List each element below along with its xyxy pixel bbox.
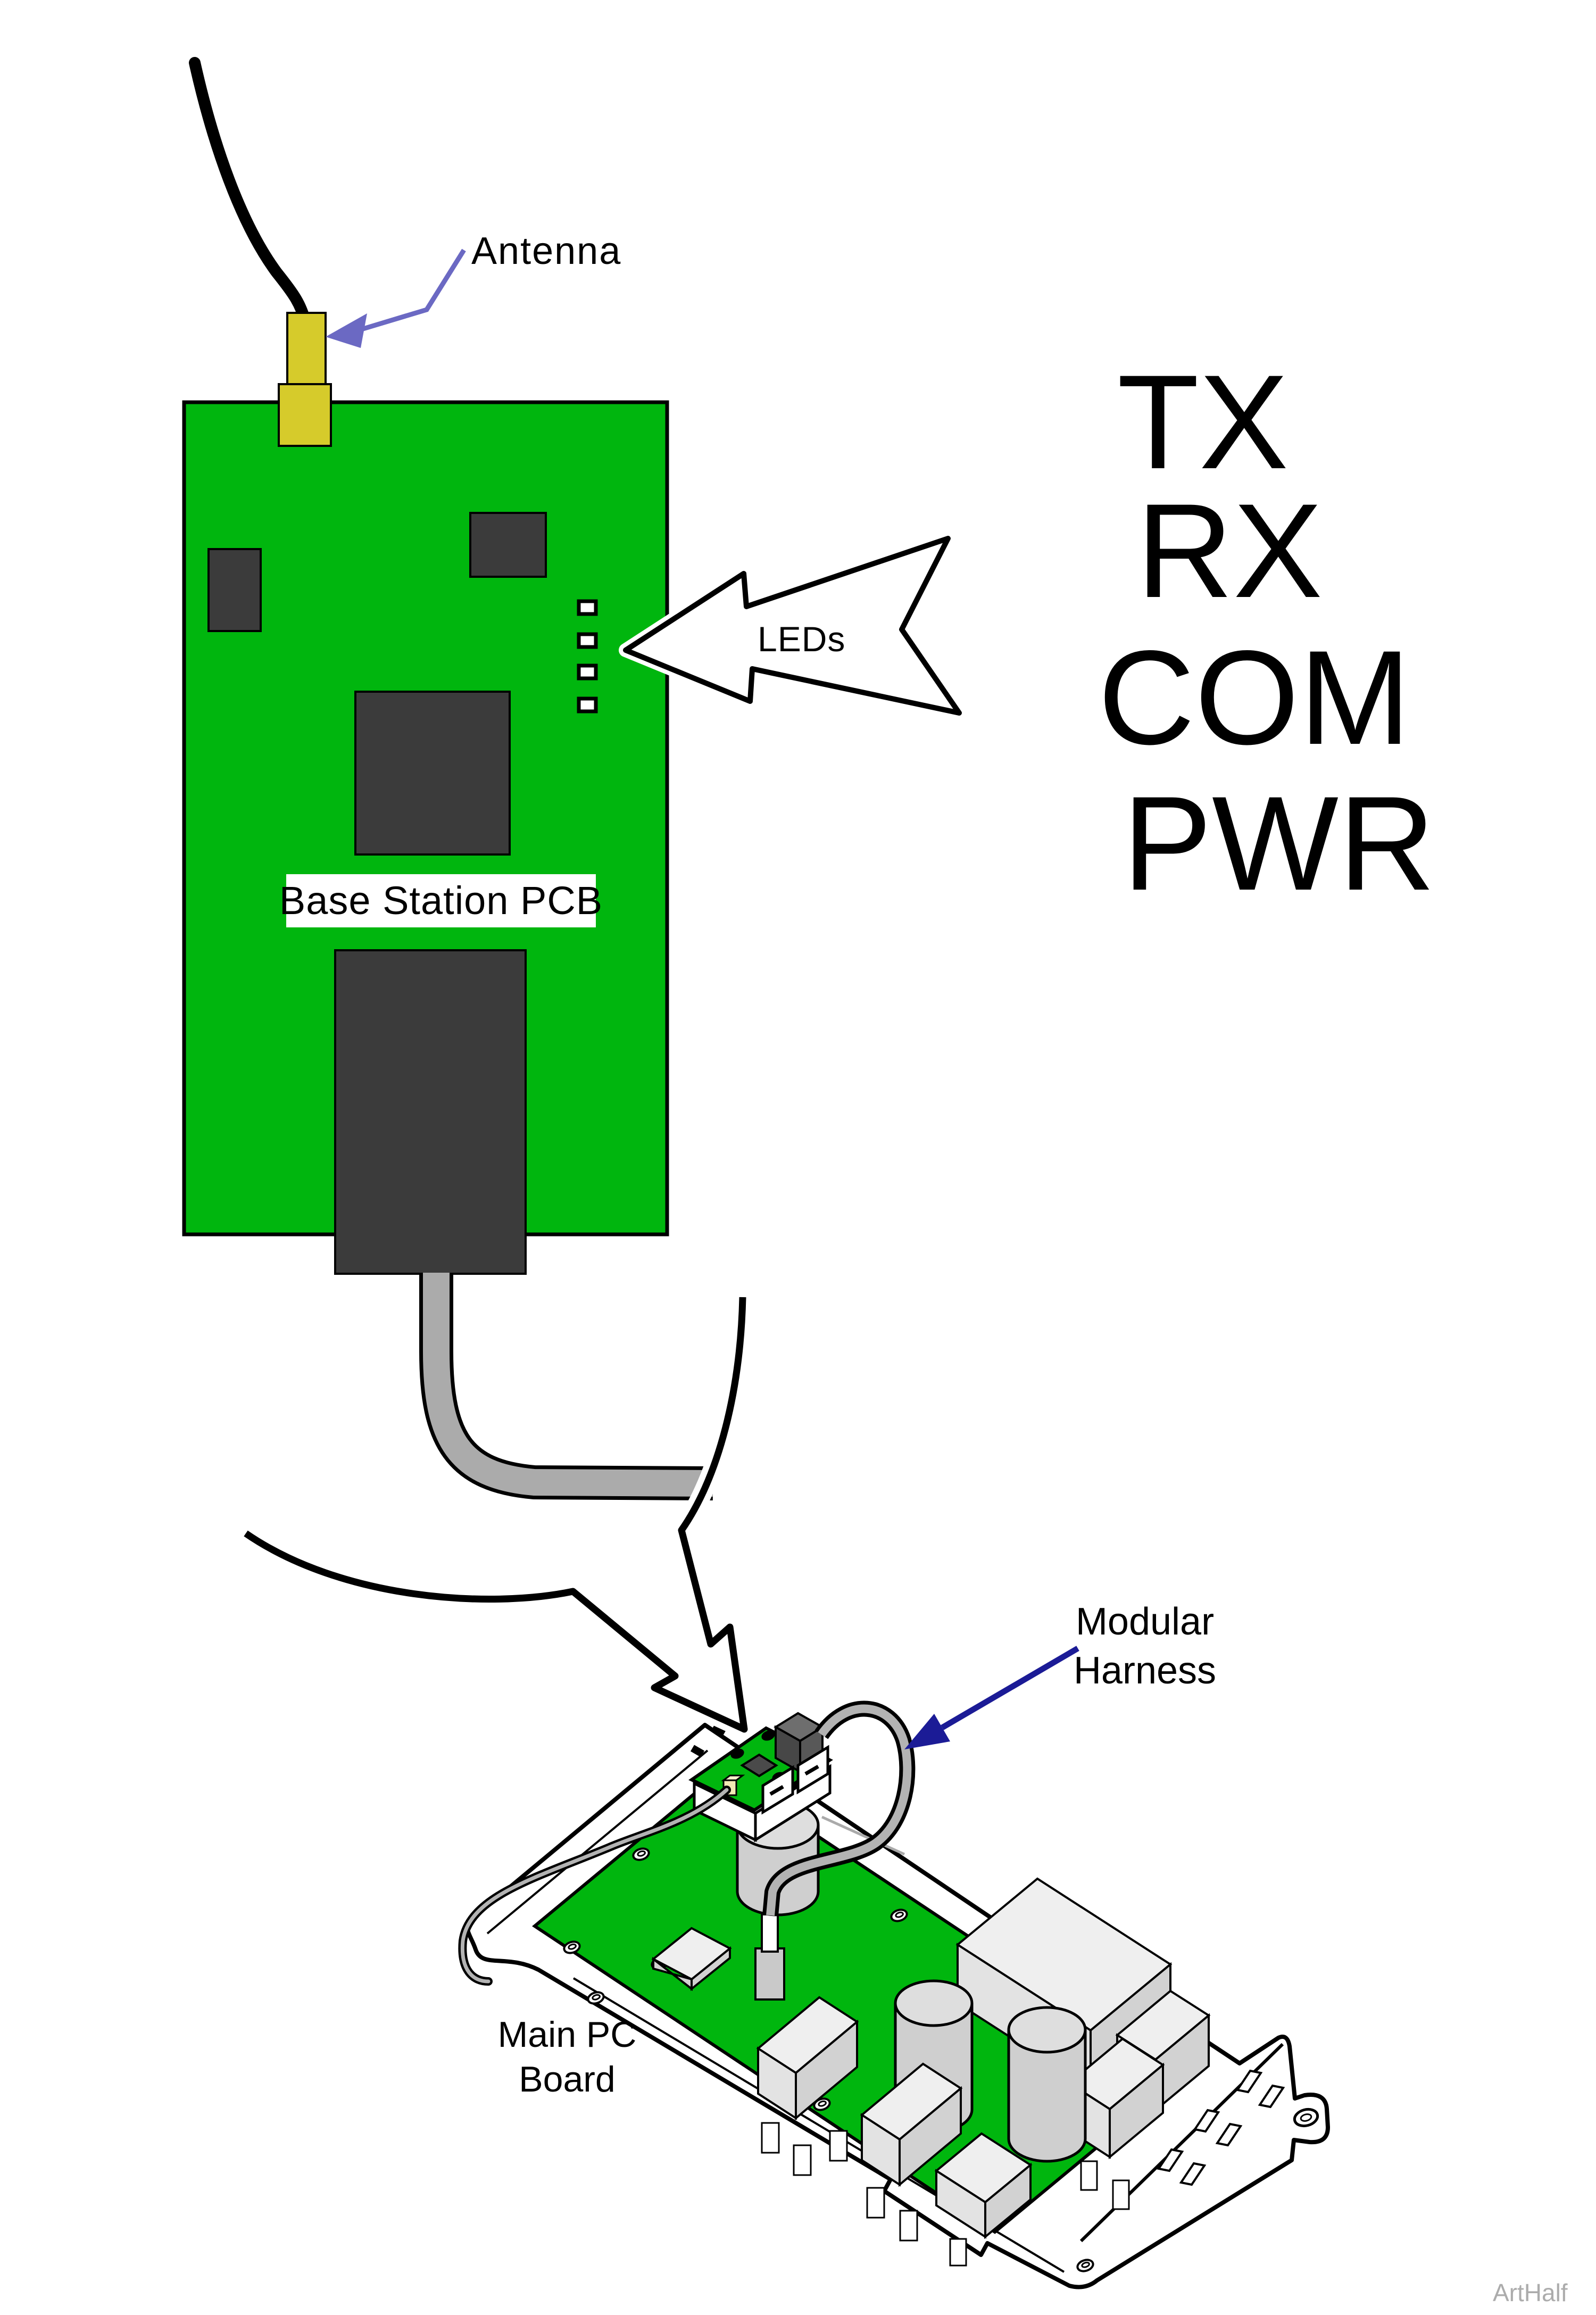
main-pc-board-label-line1: Main PC	[497, 2014, 637, 2055]
modular-harness-cable	[762, 1700, 916, 1916]
base-station-pcb-label: Base Station PCB	[279, 874, 602, 927]
led-rx	[577, 632, 598, 649]
antenna-label: Antenna	[471, 230, 622, 272]
to220-box-1	[756, 1996, 859, 2121]
main-pc-board-label: Main PC Board	[493, 2012, 642, 2102]
chip-top-center	[469, 512, 547, 578]
daughter-chip	[740, 1753, 778, 1778]
modular-harness-label-line2: Harness	[1073, 1649, 1217, 1692]
antenna-cable	[189, 57, 311, 328]
leds-callout-arrow	[619, 532, 966, 720]
antenna-callout-arrow	[326, 248, 466, 348]
indicator-name-com: COM	[1098, 623, 1411, 773]
flow-arrow	[240, 1297, 754, 1739]
led-tx	[577, 599, 598, 616]
capacitor-large-2	[1007, 2006, 1087, 2163]
bottom-edge-connector	[334, 949, 527, 1275]
modular-harness-label-line1: Modular	[1075, 1600, 1215, 1643]
harness-callout-arrow	[904, 1646, 1079, 1749]
harness-socket	[754, 1913, 785, 2001]
chassis-lip-top	[486, 1749, 709, 1935]
pin-headers	[761, 2122, 967, 2267]
modular-jacks	[761, 1745, 829, 1815]
antenna-connector	[278, 312, 332, 447]
chip-small-left	[207, 548, 262, 632]
ribbon-cable	[419, 1273, 713, 1500]
watermark: ArtHalf	[1493, 2279, 1568, 2306]
led-pwr	[577, 696, 598, 713]
indicator-name-rx: RX	[1136, 476, 1323, 626]
modular-harness-label: Modular Harness	[1070, 1597, 1219, 1695]
status-leds	[577, 599, 598, 713]
to220-box-2	[860, 2062, 963, 2187]
flat-ic-chip	[651, 1927, 732, 1992]
indicator-name-pwr: PWR	[1123, 769, 1435, 918]
indicator-name-tx: TX	[1117, 347, 1289, 497]
main-board-assembly	[458, 1700, 1330, 2289]
main-pc-board-label-line2: Board	[519, 2059, 616, 2100]
low-box-3	[934, 2132, 1033, 2239]
antenna-wire	[458, 1786, 731, 1986]
mounting-ear-hole	[1293, 2107, 1319, 2128]
base-pcb-components	[207, 512, 547, 1275]
chip-large-center	[354, 691, 511, 856]
leds-label: LEDs	[758, 619, 846, 659]
led-com	[577, 663, 598, 681]
